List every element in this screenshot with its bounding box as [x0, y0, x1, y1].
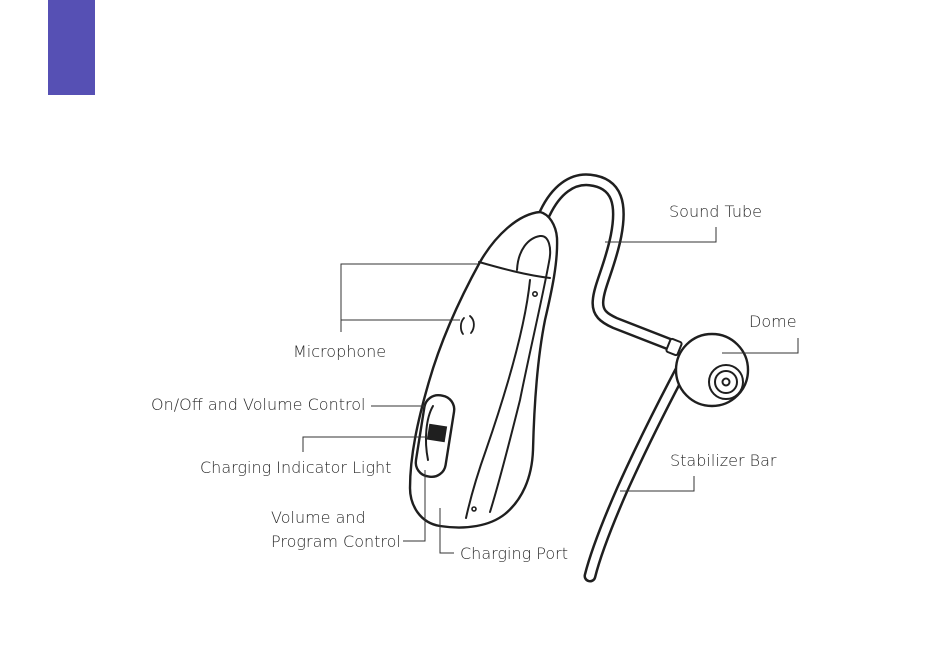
label-dome: Dome: [749, 310, 797, 333]
leader-charging-indicator: [303, 437, 428, 452]
label-volume-program-line2: Program Control: [271, 530, 401, 553]
label-volume-program-line1: Volume and: [271, 506, 366, 529]
label-charging-indicator: Charging Indicator Light: [200, 456, 391, 479]
label-charging-port: Charging Port: [460, 542, 568, 565]
label-microphone: Microphone: [293, 340, 386, 363]
label-sound-tube: Sound Tube: [669, 200, 762, 223]
hearing-aid-body: [410, 212, 557, 528]
charging-indicator-light: [427, 424, 447, 443]
sound-tube-inner: [545, 180, 674, 346]
label-stabilizer-bar: Stabilizer Bar: [670, 449, 777, 472]
label-on-off-volume: On/Off and Volume Control: [151, 393, 365, 416]
